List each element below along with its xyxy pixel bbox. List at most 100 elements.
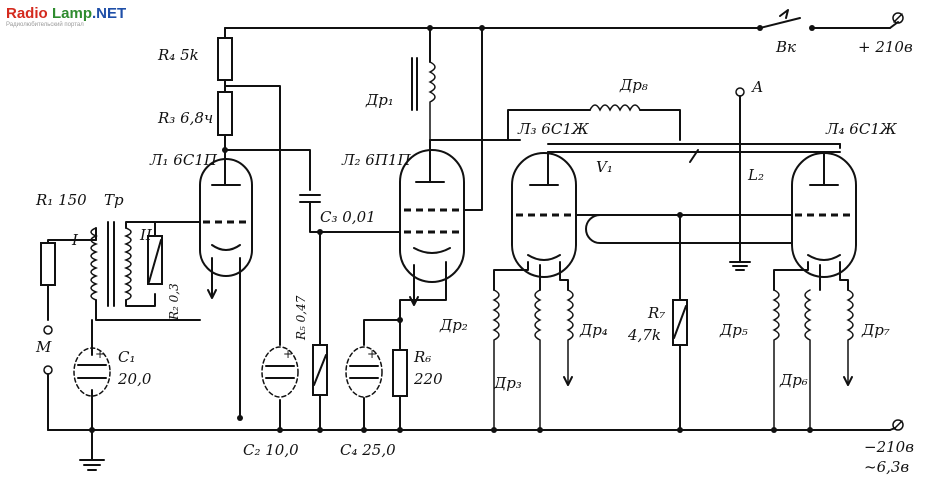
label-dr5: Др₅ bbox=[719, 321, 748, 339]
label-r5: R₅ 0,47 bbox=[294, 295, 308, 341]
l4-cathode bbox=[807, 254, 841, 261]
switch-contact-right bbox=[809, 25, 815, 31]
choke-dr3 bbox=[534, 289, 542, 431]
terminal-plus-lead bbox=[889, 21, 899, 29]
label-c2: C₂ 10,0 bbox=[243, 441, 299, 459]
label-r7: R₇ bbox=[647, 304, 665, 322]
label-dr8: Др₈ bbox=[619, 76, 648, 94]
tr-secondary-winding bbox=[123, 227, 132, 301]
label-dr1: Др₁ bbox=[365, 91, 394, 109]
terminal-minus-lead bbox=[889, 427, 896, 431]
l2-anode bbox=[415, 139, 445, 183]
label-switch-vk: Вк bbox=[775, 38, 796, 56]
choke-dr8-winding bbox=[589, 104, 641, 112]
l1-anode bbox=[211, 159, 241, 186]
dr4-arrow bbox=[563, 376, 573, 386]
l3-cathode bbox=[527, 254, 561, 261]
l3-filament-wires bbox=[493, 261, 569, 291]
ground-symbol bbox=[79, 429, 105, 471]
label-c1-value: 20,0 bbox=[117, 370, 152, 388]
label-l4: Л₄ 6С1Ж bbox=[825, 120, 898, 138]
dr8-left-wire bbox=[507, 109, 591, 141]
tr-core bbox=[107, 221, 115, 307]
label-dr2: Др₂ bbox=[439, 316, 468, 334]
label-l2: Л₂ 6П1П bbox=[341, 151, 411, 169]
resistor-r4 bbox=[217, 37, 233, 81]
label-winding-ii: II bbox=[139, 226, 153, 244]
tr-primary-winding bbox=[90, 227, 99, 301]
label-r3: R₃ 6,8ч bbox=[157, 109, 213, 127]
tr-secondary-wires bbox=[125, 221, 156, 307]
logo-tagline: Радиолюбительский портал bbox=[6, 21, 84, 28]
terminal-plus-slash bbox=[893, 13, 903, 23]
label-line-l2: L₂ bbox=[747, 166, 764, 184]
capacitor-c2-body bbox=[261, 346, 299, 398]
tube-l2 bbox=[399, 149, 465, 283]
l2-cathode bbox=[413, 247, 451, 254]
resistor-r1 bbox=[40, 242, 56, 286]
label-r6: R₆ bbox=[413, 348, 431, 366]
line-ground-symbol bbox=[729, 242, 751, 271]
label-v1: V₁ bbox=[596, 158, 613, 176]
label-filament-supply: ~6,3в bbox=[864, 458, 909, 476]
l4-anode bbox=[809, 143, 841, 186]
line-marker bbox=[689, 149, 699, 163]
c4-plus: + bbox=[367, 347, 377, 361]
label-r2: R₂ 0,3 bbox=[167, 283, 181, 321]
dr8-right-wire bbox=[639, 109, 681, 141]
label-r1: R₁ 150 bbox=[35, 191, 87, 209]
choke-dr2 bbox=[492, 289, 500, 431]
label-l3: Л₃ 6С1Ж bbox=[517, 120, 590, 138]
l1-heater-arrow bbox=[207, 274, 217, 299]
logo-radio: Radio bbox=[6, 5, 48, 22]
choke-dr1-winding bbox=[428, 61, 436, 141]
switch-contact-left bbox=[757, 25, 763, 31]
label-r7-value: 4,7k bbox=[627, 326, 661, 344]
tr-primary-wires bbox=[95, 227, 201, 321]
choke-dr1-core bbox=[411, 57, 418, 111]
terminal-a bbox=[735, 87, 745, 97]
terminal-minus bbox=[892, 419, 904, 431]
label-dr7: Др₇ bbox=[861, 321, 890, 339]
c4-wire bbox=[363, 319, 401, 431]
mic-terminal-top bbox=[43, 325, 53, 335]
r2-slider bbox=[148, 239, 162, 283]
junction-dots bbox=[89, 25, 813, 433]
label-minus-supply: −210в bbox=[864, 438, 914, 456]
component-labels: R₄ 5k R₃ 6,8ч Л₁ 6С1П R₁ 150 Тр I II R₂ … bbox=[35, 38, 914, 476]
label-dr6: Др₆ bbox=[779, 371, 808, 389]
capacitor-c1-body bbox=[73, 347, 111, 397]
label-m: М bbox=[35, 338, 52, 356]
c2-plus: + bbox=[283, 347, 293, 361]
supply-rail-plus bbox=[224, 17, 891, 29]
switch-arrow bbox=[779, 9, 789, 19]
label-dr4: Др₄ bbox=[579, 321, 608, 339]
l1-cathode-heater bbox=[211, 244, 241, 301]
capacitor-c1-plates bbox=[77, 364, 107, 379]
capacitor-c3 bbox=[299, 194, 321, 203]
choke-dr7 bbox=[846, 289, 854, 386]
label-winding-i: I bbox=[71, 231, 79, 249]
mic-terminal-bottom bbox=[43, 365, 53, 375]
logo-lamp: Lamp bbox=[52, 5, 92, 22]
r7-slider bbox=[673, 305, 687, 339]
capacitor-c4-body bbox=[345, 346, 383, 398]
label-c1: C₁ bbox=[118, 348, 136, 366]
label-l1: Л₁ 6С1П bbox=[149, 151, 218, 169]
label-c4: C₄ 25,0 bbox=[340, 441, 396, 459]
c2-supply-wire bbox=[224, 85, 281, 341]
label-r6-value: 220 bbox=[413, 370, 443, 388]
label-tr: Тр bbox=[104, 191, 124, 209]
site-logo: Radio Lamp .NET Радиолюбительский портал bbox=[6, 5, 126, 28]
lecher-line-top bbox=[547, 143, 841, 153]
choke-dr6 bbox=[804, 289, 812, 431]
label-r4: R₄ 5k bbox=[157, 46, 199, 64]
l3-anode bbox=[529, 151, 559, 186]
label-dr3: Др₃ bbox=[493, 374, 522, 392]
c3-to-grid-wire bbox=[309, 201, 401, 233]
capacitor-c4-plates bbox=[349, 365, 379, 379]
l2-cathode-wire bbox=[399, 261, 447, 351]
c1-plus: + bbox=[95, 347, 105, 361]
